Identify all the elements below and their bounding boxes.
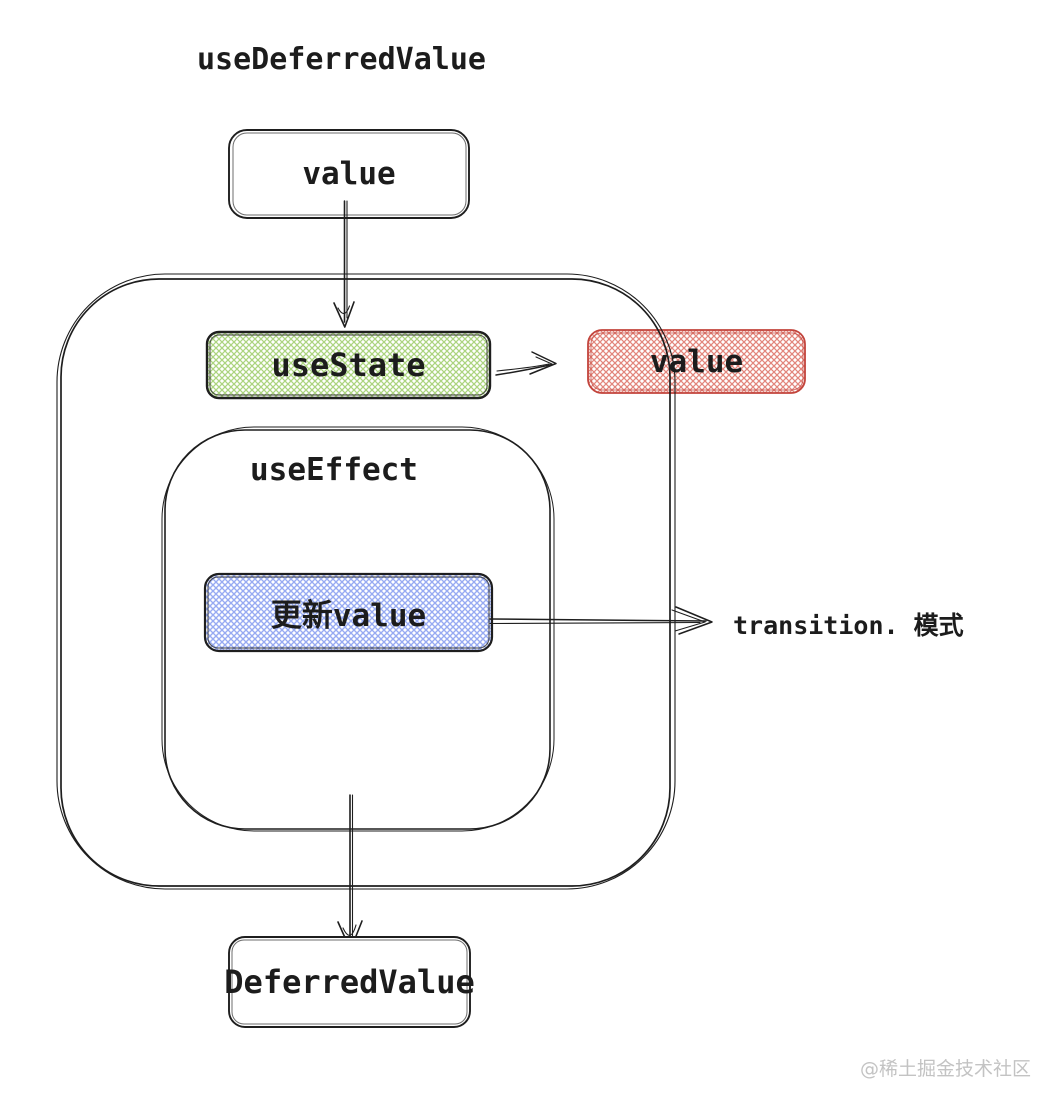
- node-update-value-box: [203, 572, 494, 653]
- outer-scope-border: [56, 273, 676, 890]
- arrow-update-to-transition: [489, 606, 713, 635]
- node-usestate-box: [205, 330, 492, 400]
- arrow-usestate-to-value: [495, 351, 557, 376]
- ink-layer: [56, 129, 713, 1028]
- arrow-useeffect-to-deferred: [337, 794, 363, 951]
- node-deferred-value-box: [228, 936, 471, 1028]
- node-state-value-box: [587, 329, 806, 394]
- arrow-input-to-usestate: [333, 200, 355, 328]
- node-input-value-box: [228, 129, 470, 219]
- useeffect-scope-border: [161, 426, 555, 832]
